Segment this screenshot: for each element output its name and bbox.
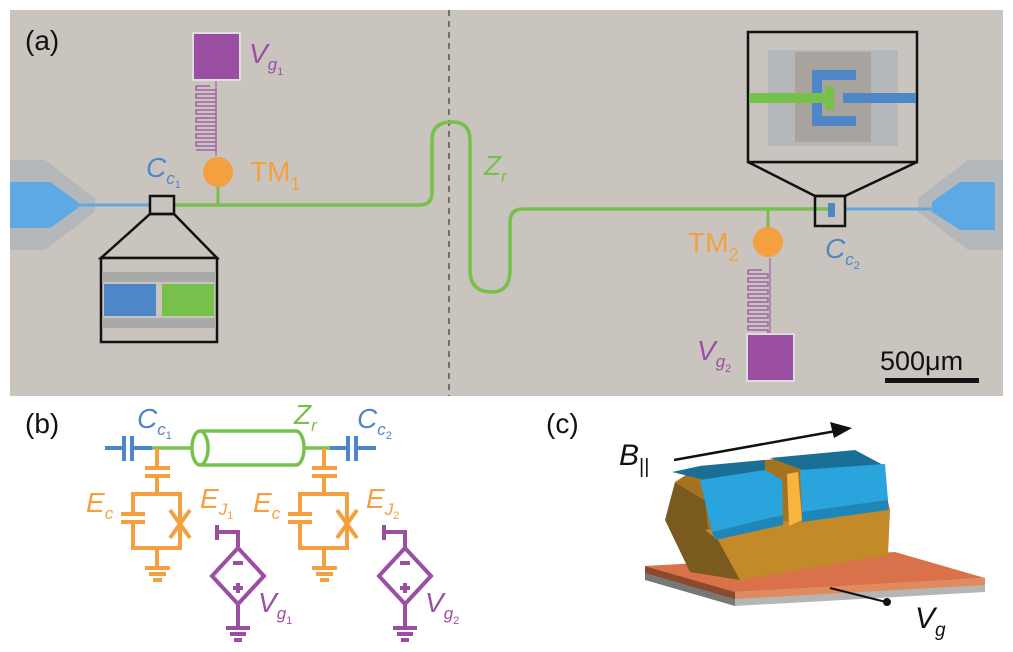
shell-right-top	[770, 450, 885, 470]
cc2-label-b: Cc2	[357, 403, 392, 442]
zr-label-b: Zr	[293, 399, 318, 435]
shell-right-front	[802, 500, 888, 522]
cc1-label-b: Cc1	[137, 403, 172, 442]
scale-bar-label: 500μm	[880, 346, 963, 376]
zr-label-a: Zr	[483, 150, 508, 186]
b-field-arrow-line	[673, 429, 837, 462]
cc1-zoom-ground-bottom	[102, 318, 216, 328]
voltage-source-1	[209, 525, 267, 642]
substrate-gray-front	[645, 572, 735, 606]
panel-a-label: (a)	[25, 25, 59, 56]
ec-left-label: Ec	[86, 487, 114, 523]
resonator-line	[175, 120, 830, 294]
b-field-arrowhead	[830, 422, 852, 438]
transmission-line	[152, 429, 330, 467]
b-field-label: B||	[619, 439, 649, 478]
cc1-capacitor	[105, 436, 152, 461]
nanowire-left-face	[665, 482, 740, 580]
cc1-label: Cc1	[146, 152, 181, 191]
gate-pad-1	[192, 32, 241, 81]
transmon-2	[753, 227, 783, 257]
substrate-orange-front	[645, 566, 735, 599]
panel-b-label: (b)	[25, 408, 59, 439]
right-launcher-pad	[932, 182, 995, 230]
panel-c-label: (c)	[546, 408, 579, 439]
panel-a: 500μm (a) Cc1 Vg1 TM1 Zr TM2 Cc2 Vg2	[10, 10, 1003, 396]
tm2-label: TM2	[688, 227, 738, 265]
cc2-label: Cc2	[825, 233, 860, 272]
cc2-zoom-green-head	[825, 86, 834, 110]
cc2-marker-fill	[828, 203, 835, 217]
vg2-label-b: Vg2	[425, 587, 459, 627]
ej2-label: EJ2	[366, 483, 399, 522]
shell-right-block	[800, 464, 888, 512]
left-launcher-pad	[10, 182, 78, 228]
cc1-zoom-green	[162, 284, 214, 316]
panel-c: (c) B|| Vg	[546, 408, 985, 641]
gate-pointer-line	[829, 587, 887, 603]
cc1-zoom-blue	[104, 284, 156, 316]
voltage-source-2	[376, 525, 434, 642]
ej1-label: EJ1	[200, 483, 233, 522]
transmon-1	[203, 157, 233, 187]
scale-bar	[885, 378, 979, 383]
cc2-capacitor	[330, 436, 376, 461]
gate-pad-2	[746, 333, 795, 382]
tm1-label: TM1	[250, 156, 300, 194]
ec-right-label: Ec	[253, 487, 281, 523]
vg1-label: Vg1	[249, 38, 283, 78]
substrate-orange-side	[735, 578, 985, 599]
panel-b: (b)	[25, 399, 459, 642]
transmon-circuit-2	[288, 448, 359, 582]
vg1-label-b: Vg1	[258, 587, 292, 627]
gate-pointer-dot	[883, 598, 891, 606]
shell-left-front	[712, 515, 783, 540]
vg2-label: Vg2	[697, 335, 731, 375]
junction-gap	[787, 472, 802, 526]
vg-label-c: Vg	[915, 602, 946, 641]
transmon-circuit-1	[121, 448, 192, 582]
cc1-zoom-ground-top	[102, 272, 216, 282]
shell-left-block	[700, 470, 783, 532]
shell-left-top	[672, 460, 765, 480]
